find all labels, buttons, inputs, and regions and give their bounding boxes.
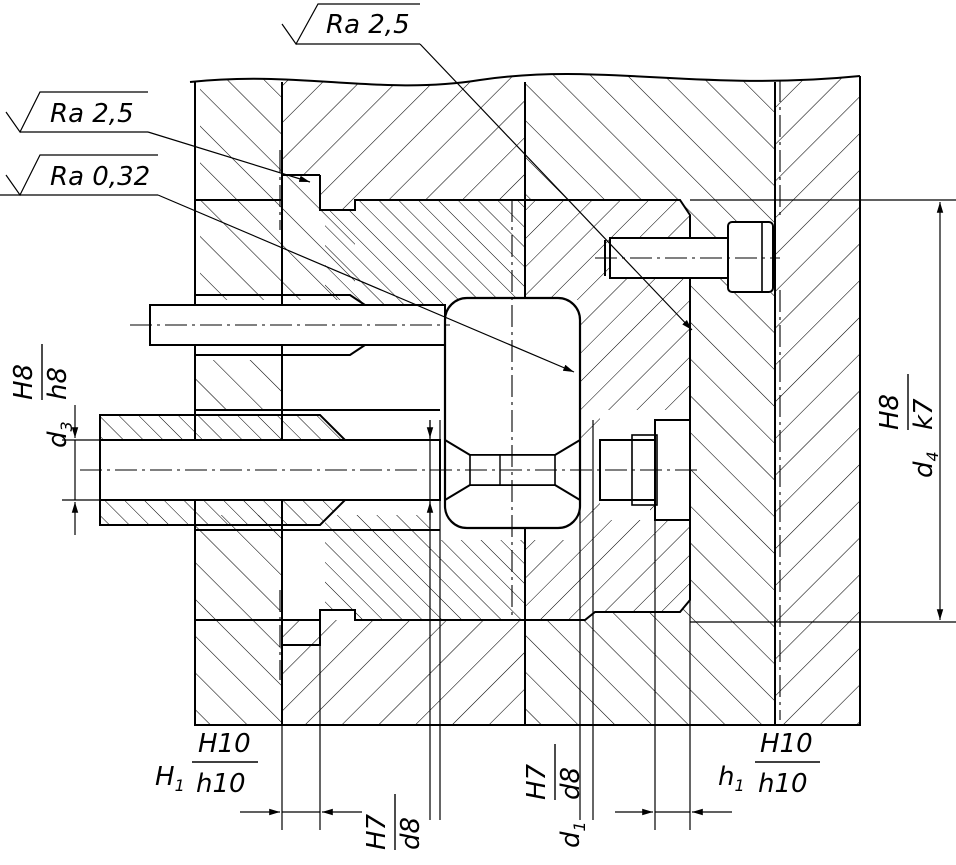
svg-text:h10: h10	[196, 769, 246, 799]
dimension-d4	[690, 199, 956, 623]
svg-text:h1: h1	[718, 762, 745, 795]
roughness-leaders	[0, 3, 693, 373]
svg-text:d4: d4	[909, 451, 942, 478]
svg-text:H7: H7	[362, 813, 392, 850]
left-insert-section	[325, 200, 525, 320]
svg-text:d3: d3	[43, 421, 76, 448]
svg-text:h8: h8	[43, 367, 73, 400]
svg-text:k7: k7	[909, 398, 939, 430]
fit-label-h1: H10 h1 h10	[718, 729, 820, 799]
roughness-label-left-2: Ra 0,32	[50, 162, 150, 192]
right-body-section	[525, 74, 775, 725]
dimension-d3	[62, 405, 100, 535]
svg-text:d8: d8	[556, 767, 586, 800]
svg-text:H1: H1	[155, 762, 185, 795]
left-plate-section	[195, 74, 355, 300]
svg-text:H8: H8	[875, 394, 905, 430]
svg-text:d8: d8	[396, 817, 426, 850]
fit-label-d3: H8 d3 h8	[9, 344, 76, 448]
center-lines	[80, 80, 781, 720]
middle-plate-lower	[283, 620, 525, 725]
svg-text:H8: H8	[9, 364, 39, 400]
svg-text:d1: d1	[556, 821, 589, 848]
cover-plate-section	[775, 74, 860, 725]
left-insert-lower	[325, 515, 525, 620]
dimension-h1	[615, 520, 732, 830]
cap-screw-head	[727, 221, 774, 293]
fit-label-H1: H10 H1 h10	[155, 729, 258, 799]
right-insert-lower	[525, 500, 690, 620]
dimension-d1	[426, 420, 594, 820]
fit-label-d4: H8 d4 k7	[875, 374, 942, 478]
middle-plate-section	[282, 74, 525, 210]
left-plate-middle	[195, 360, 283, 410]
fit-label-d2: H7 d2 d8	[362, 794, 426, 850]
svg-text:H7: H7	[522, 763, 552, 800]
upper-bore	[195, 294, 366, 356]
fit-label-d1: H7 d1 d8	[522, 744, 589, 848]
roughness-label-left-1: Ra 2,5	[50, 99, 134, 129]
dimension-H1	[240, 645, 362, 830]
roughness-label-top: Ra 2,5	[326, 10, 410, 40]
svg-text:h10: h10	[758, 769, 808, 799]
svg-text:H10: H10	[198, 729, 251, 759]
svg-text:H10: H10	[760, 729, 813, 759]
